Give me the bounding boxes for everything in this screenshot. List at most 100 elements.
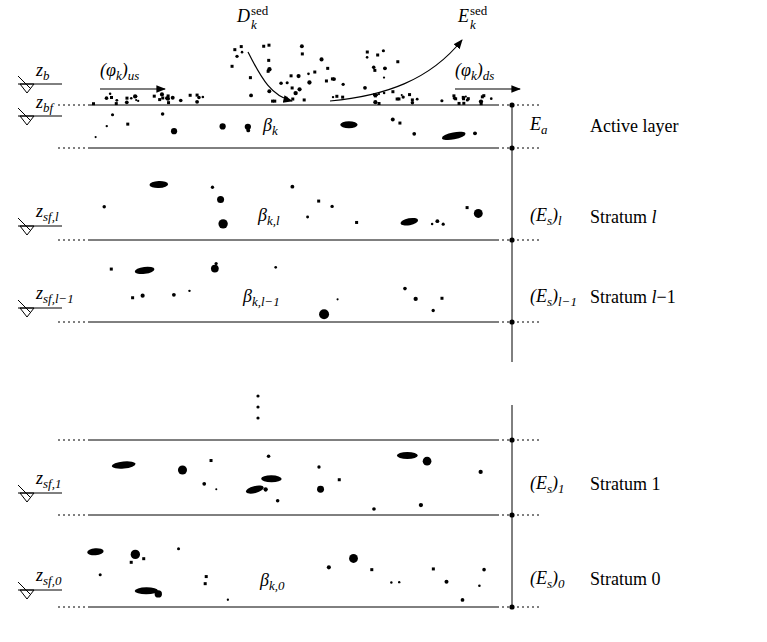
sediment-grain: [297, 74, 301, 78]
symbol-label: Eksed: [458, 4, 487, 31]
sediment-grain: [372, 66, 376, 70]
sediment-grain: [391, 90, 394, 93]
sediment-grain: [276, 499, 280, 503]
sediment-grain: [188, 290, 190, 292]
sediment-grain: [279, 82, 283, 86]
sediment-grain: [432, 309, 435, 312]
sediment-grain: [135, 587, 158, 594]
sediment-grain: [218, 219, 227, 228]
axis-dot: [509, 604, 514, 609]
boundary-extension: [58, 105, 88, 106]
sediment-grain: [383, 66, 387, 70]
boundary-extension: [58, 148, 88, 149]
sediment-grain: [330, 205, 333, 208]
sediment-grain: [441, 130, 466, 141]
sediment-grain: [141, 294, 145, 298]
layer-boundary: [88, 148, 497, 149]
erosion-arrow: [330, 40, 462, 101]
level-marker: [18, 218, 30, 230]
sediment-grain: [440, 297, 443, 300]
axis-dot: [509, 319, 514, 324]
sediment-grain: [290, 74, 293, 77]
boundary-extension: [497, 607, 540, 608]
sediment-grain: [317, 465, 320, 468]
sediment-grain: [215, 262, 218, 265]
sediment-grain: [125, 97, 128, 100]
sediment-grain: [326, 67, 329, 70]
sediment-grain: [416, 98, 419, 101]
symbol-label: βk,l−1: [243, 287, 280, 310]
sediment-grain: [227, 599, 229, 601]
sediment-grain: [465, 96, 467, 98]
level-marker: [18, 108, 30, 120]
boundary-extension: [58, 240, 88, 241]
sediment-grain: [340, 121, 357, 128]
layer-name: Active layer: [590, 117, 678, 137]
sediment-grain: [95, 136, 97, 138]
layer-boundary: [88, 105, 497, 106]
sediment-grain: [412, 132, 416, 136]
layer-name: Stratum 0: [590, 570, 661, 590]
sediment-grain: [245, 124, 251, 130]
sediment-grain: [263, 487, 267, 491]
sediment-grain: [373, 100, 377, 104]
sediment-grain: [131, 550, 140, 559]
sediment-grain: [215, 488, 217, 490]
sediment-grain: [319, 57, 323, 61]
sediment-grain: [172, 293, 176, 297]
sediment-grain: [135, 99, 137, 101]
sediment-grain: [423, 457, 432, 466]
sediment-grain: [411, 98, 414, 101]
sediment-grain: [87, 548, 104, 556]
sediment-grain: [142, 557, 145, 560]
sediment-grain: [401, 95, 404, 98]
sediment-grain: [398, 122, 401, 125]
sediment-grain: [262, 45, 265, 48]
sediment-grain: [158, 98, 161, 101]
boundary-extension: [58, 440, 88, 441]
sediment-grain: [267, 44, 270, 47]
symbol-label: (Es)l: [530, 206, 562, 229]
sediment-grain: [205, 575, 208, 578]
sediment-grain: [267, 454, 271, 458]
axis-dot: [509, 237, 514, 242]
sediment-grain: [403, 287, 407, 291]
sediment-grain: [189, 94, 192, 97]
sediment-grain: [363, 86, 367, 90]
sediment-grain: [313, 71, 316, 74]
sediment-grain: [133, 94, 137, 98]
sediment-grain: [408, 93, 411, 96]
sediment-grain: [220, 123, 226, 129]
sediment-grain: [479, 470, 483, 474]
sediment-grain: [372, 507, 376, 511]
layer-name: Stratum l: [590, 208, 657, 228]
sediment-grain: [366, 51, 369, 54]
layer-boundary: [88, 440, 497, 441]
symbol-label: zsf,1: [36, 469, 61, 492]
sediment-grain: [473, 131, 477, 135]
sediment-grain: [102, 205, 106, 209]
sediment-grain: [454, 97, 457, 100]
layer-name: Stratum l−1: [590, 288, 676, 308]
sediment-grain: [337, 298, 339, 300]
sediment-grain: [179, 99, 183, 103]
boundary-extension: [497, 440, 540, 441]
sediment-grain: [462, 102, 465, 105]
sediment-grain: [171, 128, 177, 134]
sediment-grain: [482, 568, 486, 572]
sediment-grain: [99, 573, 102, 576]
sediment-grain: [217, 196, 224, 203]
sediment-grain: [115, 102, 118, 105]
sediment-grain: [197, 96, 201, 100]
sediment-grain: [161, 112, 165, 116]
sediment-grain: [382, 49, 385, 52]
sediment-grain: [160, 92, 164, 96]
sediment-grain: [480, 102, 483, 105]
symbol-label: (φk)ds: [455, 61, 494, 84]
sediment-grain: [231, 65, 234, 68]
level-marker: [18, 300, 30, 312]
sediment-grain: [290, 185, 294, 189]
level-marker: [18, 582, 30, 594]
sediment-grain: [332, 77, 336, 81]
sediment-grain: [202, 96, 205, 99]
